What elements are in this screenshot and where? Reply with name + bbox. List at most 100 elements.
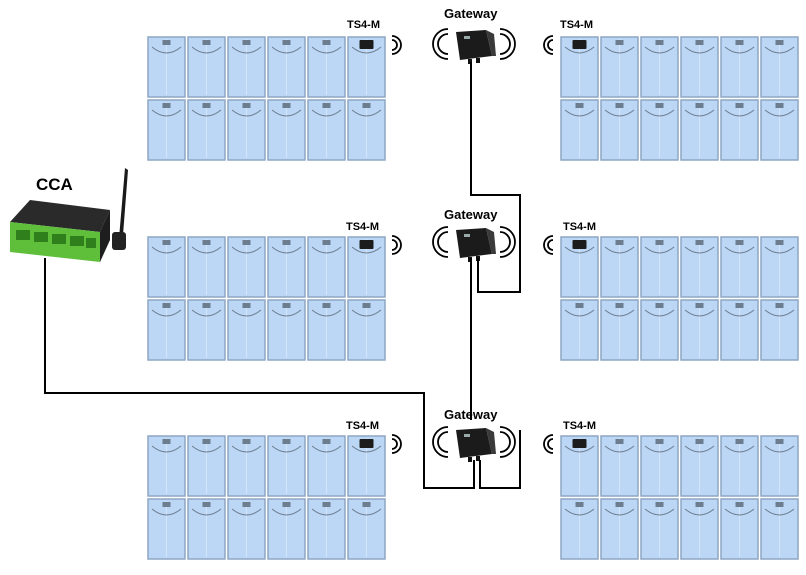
- solar-panel: [307, 36, 346, 98]
- ts4m-unit: [359, 240, 374, 249]
- panel-array-mid-left: [147, 236, 386, 361]
- wireless-signal-icon: [391, 35, 402, 55]
- solar-panel: [147, 99, 186, 161]
- ts4m-label-bot-left: TS4-M: [346, 420, 379, 432]
- cable-gateway3-to-cca: [44, 258, 475, 489]
- solar-panel: [600, 498, 639, 560]
- wireless-signal-icon: [391, 235, 402, 255]
- ts4m-label-bot-right: TS4-M: [563, 420, 596, 432]
- gateway-label-3: Gateway: [444, 407, 498, 422]
- ts4m-unit: [572, 40, 587, 49]
- solar-panel: [760, 36, 799, 98]
- solar-panel: [600, 236, 639, 298]
- gateway-device-1: [432, 28, 516, 64]
- ts4m-label-top-right: TS4-M: [560, 19, 593, 31]
- cca-device: [10, 168, 128, 262]
- solar-panel: [187, 236, 226, 298]
- solar-panel: [267, 498, 306, 560]
- solar-panel: [720, 299, 759, 361]
- gateway-label-1: Gateway: [444, 6, 498, 21]
- solar-panel: [600, 99, 639, 161]
- cable-gateway1-to-gateway2: [470, 62, 521, 293]
- cabling: [44, 62, 521, 489]
- panel-array-top-right: [560, 36, 799, 161]
- solar-panel: [760, 435, 799, 497]
- solar-panel: [267, 435, 306, 497]
- solar-panel: [640, 236, 679, 298]
- solar-panel: [640, 36, 679, 98]
- solar-panel: [307, 299, 346, 361]
- solar-panel: [760, 299, 799, 361]
- solar-panel: [227, 236, 266, 298]
- solar-panel: [640, 299, 679, 361]
- solar-panel: [720, 236, 759, 298]
- solar-panel: [720, 498, 759, 560]
- solar-panel: [640, 435, 679, 497]
- gateway-device-2: [432, 226, 516, 262]
- ts4m-label-mid-left: TS4-M: [346, 221, 379, 233]
- solar-panel: [600, 36, 639, 98]
- solar-panel: [347, 498, 386, 560]
- solar-panel: [680, 299, 719, 361]
- solar-panel: [187, 299, 226, 361]
- solar-panel: [680, 36, 719, 98]
- solar-panel: [600, 435, 639, 497]
- solar-panel: [227, 299, 266, 361]
- panel-array-bot-left: [147, 435, 386, 560]
- panel-array-mid-right: [560, 236, 799, 361]
- ts4m-unit: [359, 439, 374, 448]
- solar-panel: [147, 299, 186, 361]
- solar-panel: [600, 299, 639, 361]
- solar-panel: [267, 236, 306, 298]
- solar-panel: [227, 498, 266, 560]
- ts4m-label-mid-right: TS4-M: [563, 221, 596, 233]
- wireless-signal-icon: [543, 434, 554, 454]
- solar-panel: [227, 99, 266, 161]
- solar-panel: [720, 36, 759, 98]
- solar-panel: [680, 435, 719, 497]
- wireless-signal-icon: [391, 434, 402, 454]
- solar-panel: [680, 498, 719, 560]
- solar-panel: [680, 236, 719, 298]
- ts4m-unit: [572, 439, 587, 448]
- cca-label: CCA: [36, 175, 73, 194]
- panel-array-top-left: [147, 36, 386, 161]
- solar-panel: [187, 36, 226, 98]
- solar-panel: [307, 435, 346, 497]
- solar-panel: [347, 99, 386, 161]
- solar-panel: [560, 299, 599, 361]
- solar-panel: [640, 99, 679, 161]
- solar-panel: [680, 99, 719, 161]
- panel-array-bot-right: [560, 435, 799, 560]
- solar-panel: [147, 498, 186, 560]
- solar-panel: [640, 498, 679, 560]
- solar-panel: [267, 299, 306, 361]
- solar-panel: [147, 36, 186, 98]
- ts4m-unit: [572, 240, 587, 249]
- solar-panel: [187, 435, 226, 497]
- wireless-signal-icon: [543, 35, 554, 55]
- solar-panel: [347, 299, 386, 361]
- ts4m-label-top-left: TS4-M: [347, 19, 380, 31]
- solar-panel: [227, 36, 266, 98]
- solar-panel: [147, 236, 186, 298]
- solar-panel: [307, 236, 346, 298]
- solar-panel: [760, 236, 799, 298]
- ts4m-unit: [359, 40, 374, 49]
- solar-panel: [720, 435, 759, 497]
- solar-panel: [560, 99, 599, 161]
- solar-panel: [267, 99, 306, 161]
- gateway-label-2: Gateway: [444, 207, 498, 222]
- gateway-device-3: [432, 426, 516, 462]
- cable-gateway3-loop: [479, 430, 521, 489]
- solar-panel: [760, 99, 799, 161]
- solar-panel: [760, 498, 799, 560]
- solar-panel: [720, 99, 759, 161]
- solar-panel: [227, 435, 266, 497]
- solar-panel: [187, 99, 226, 161]
- wireless-signal-icon: [543, 235, 554, 255]
- solar-panel: [147, 435, 186, 497]
- solar-panel: [560, 498, 599, 560]
